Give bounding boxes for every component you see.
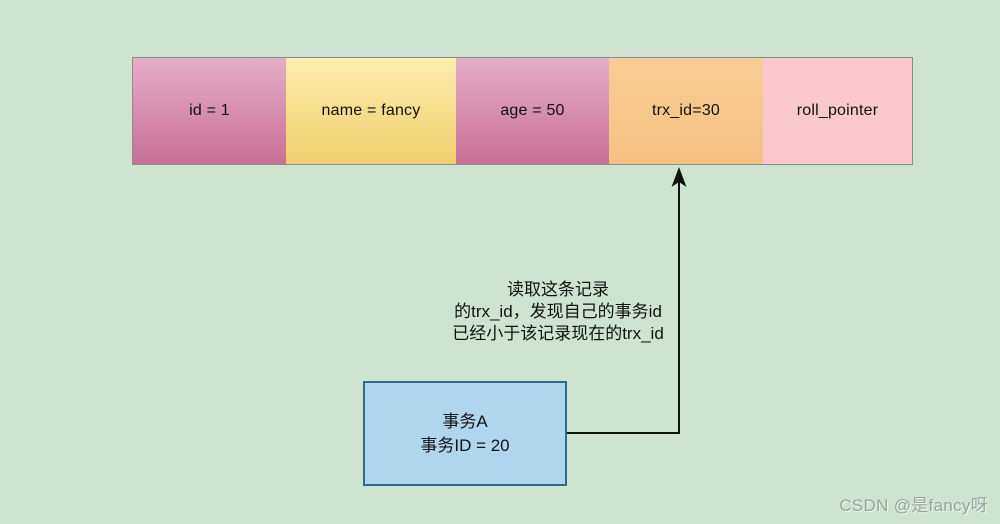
transaction-a-box: 事务A 事务ID = 20 (363, 381, 567, 486)
record-cell-roll-pointer-label: roll_pointer (796, 102, 879, 119)
annotation-line-2: 的trx_id，发现自己的事务id (454, 302, 662, 321)
annotation-line-1: 读取这条记录 (507, 280, 609, 299)
record-cell-name-label: name = fancy (321, 102, 421, 119)
record-cell-age-label: age = 50 (500, 102, 565, 119)
transaction-id: 事务ID = 20 (420, 435, 510, 455)
record-cell-age: age = 50 (456, 58, 609, 164)
arrowhead-icon (671, 167, 687, 187)
record-cell-name: name = fancy (286, 58, 456, 164)
record-cell-trx-id-label: trx_id=30 (651, 102, 721, 119)
transaction-name: 事务A (442, 411, 488, 431)
record-row: id = 1 name = fancy age = 50 trx_id=30 r… (132, 57, 913, 165)
annotation-line-3: 已经小于该记录现在的trx_id (452, 324, 664, 343)
record-cell-id: id = 1 (133, 58, 286, 164)
annotation-text: 读取这条记录 的trx_id，发现自己的事务id 已经小于该记录现在的trx_i… (398, 279, 718, 345)
record-cell-trx-id: trx_id=30 (609, 58, 763, 164)
csdn-watermark: CSDN @是fancy呀 (839, 496, 988, 515)
record-cell-roll-pointer: roll_pointer (763, 58, 912, 164)
record-cell-id-label: id = 1 (189, 102, 230, 119)
